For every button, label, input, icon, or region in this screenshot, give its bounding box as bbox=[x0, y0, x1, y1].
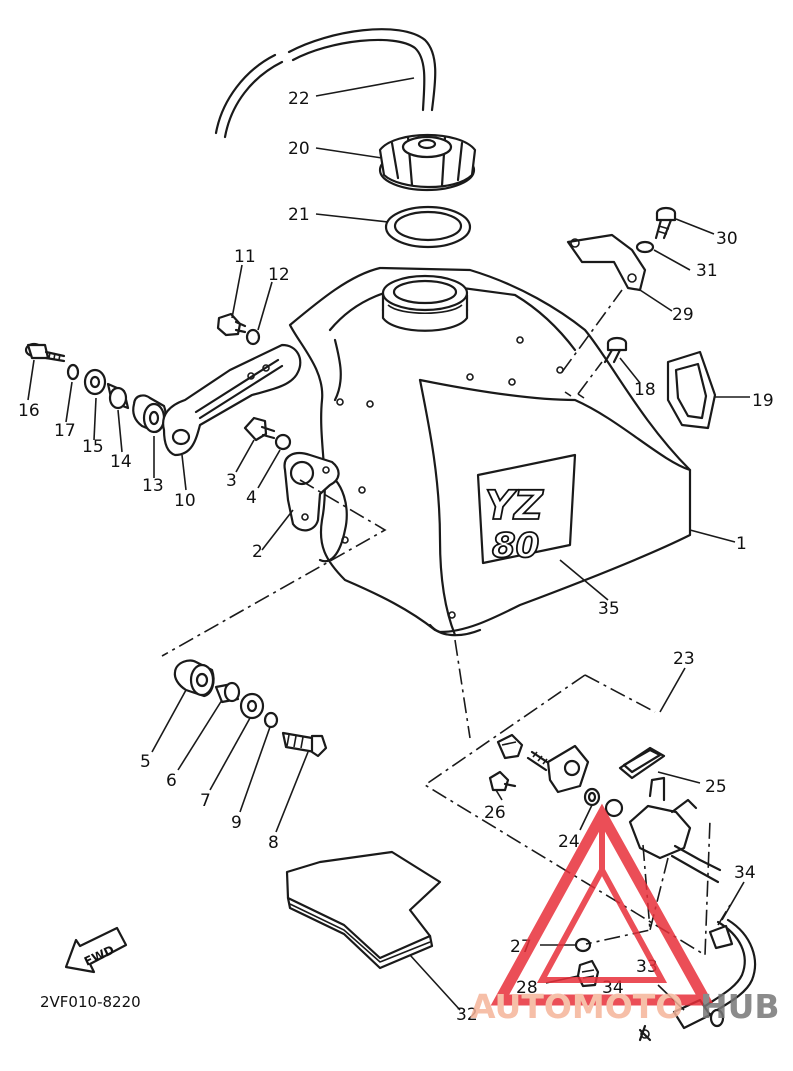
callout-21: 21 bbox=[288, 205, 310, 225]
callout-25: 25 bbox=[705, 777, 727, 797]
spacer-14 bbox=[106, 382, 130, 410]
fuel-cock-assembly bbox=[488, 733, 722, 884]
fuel-cock-body bbox=[628, 776, 722, 884]
tank-logo-badge: YZ 80 bbox=[476, 453, 577, 567]
bolt-11 bbox=[216, 312, 247, 337]
assembly-dash-lines bbox=[161, 289, 731, 957]
tank-logo-80: 80 bbox=[492, 526, 539, 566]
tank-bracket bbox=[566, 233, 647, 292]
callout-10: 10 bbox=[174, 491, 196, 511]
callout-18: 18 bbox=[634, 380, 656, 400]
callout-31: 31 bbox=[696, 261, 718, 281]
callout-4: 4 bbox=[246, 488, 257, 508]
callout-28: 28 bbox=[516, 978, 538, 998]
callout-19: 19 bbox=[752, 391, 774, 411]
callout-9: 9 bbox=[231, 813, 242, 833]
o-ring-25 bbox=[618, 746, 666, 780]
collar-7 bbox=[239, 692, 265, 720]
callout-2: 2 bbox=[252, 542, 263, 562]
callout-8: 8 bbox=[268, 833, 279, 853]
callout-20: 20 bbox=[288, 139, 310, 159]
collar-15 bbox=[83, 368, 107, 396]
bolt-18 bbox=[603, 336, 628, 364]
callout-13: 13 bbox=[142, 476, 164, 496]
stay-10 bbox=[162, 343, 302, 457]
bolt-30 bbox=[654, 206, 677, 240]
callout-12: 12 bbox=[268, 265, 290, 285]
diagram-code: 2VF010-8220 bbox=[40, 993, 141, 1011]
callout-26: 26 bbox=[484, 803, 506, 823]
callout-5: 5 bbox=[140, 752, 151, 772]
fuel-hose-34 bbox=[638, 918, 757, 1042]
fuel-tank: YZ 80 bbox=[288, 266, 692, 637]
watermark-text-hub: HUB bbox=[700, 987, 780, 1026]
pad-32 bbox=[285, 850, 442, 970]
callout-30: 30 bbox=[716, 229, 738, 249]
callout-7: 7 bbox=[200, 791, 211, 811]
callout-16: 16 bbox=[18, 401, 40, 421]
callout-35: 35 bbox=[598, 599, 620, 619]
callout-22: 22 bbox=[288, 89, 310, 109]
washer-27 bbox=[574, 937, 592, 953]
callout-24: 24 bbox=[558, 832, 580, 852]
bracket-2 bbox=[283, 452, 340, 532]
collar-31 bbox=[635, 240, 655, 254]
bolt-16 bbox=[24, 342, 66, 363]
spacer-6 bbox=[214, 681, 241, 704]
callout-32: 32 bbox=[456, 1005, 478, 1025]
watermark-text-automoto: AUTOMOTO bbox=[470, 987, 683, 1026]
damper-5 bbox=[173, 659, 215, 698]
washer-12 bbox=[245, 328, 261, 346]
fuel-breather-hose bbox=[214, 28, 437, 139]
fwd-arrow: FWD bbox=[64, 926, 128, 974]
washer-9 bbox=[263, 711, 279, 729]
callout-1: 1 bbox=[736, 534, 747, 554]
damper-13 bbox=[132, 394, 167, 434]
callout-23: 23 bbox=[673, 649, 695, 669]
automotohub-watermark: AUTOMOTO HUB bbox=[470, 803, 780, 1026]
callout-leaders bbox=[27, 77, 750, 1011]
bracket-19 bbox=[666, 350, 717, 430]
callout-17: 17 bbox=[54, 421, 76, 441]
callout-15: 15 bbox=[82, 437, 104, 457]
screw-26 bbox=[488, 770, 517, 792]
callout-29: 29 bbox=[672, 305, 694, 325]
cap-gasket bbox=[384, 205, 472, 249]
callout-34-upper: 34 bbox=[734, 863, 756, 883]
callout-11: 11 bbox=[234, 247, 256, 267]
watermark-triangle-logo bbox=[490, 803, 715, 1006]
washer-17 bbox=[66, 363, 80, 381]
bolt-8 bbox=[281, 731, 328, 758]
callout-3: 3 bbox=[226, 471, 237, 491]
tank-logo-yz: YZ bbox=[485, 483, 544, 529]
bolt-3 bbox=[243, 416, 276, 442]
fuel-cap bbox=[378, 134, 477, 192]
washer-4 bbox=[274, 433, 292, 451]
callout-6: 6 bbox=[166, 771, 177, 791]
callout-14: 14 bbox=[110, 452, 132, 472]
